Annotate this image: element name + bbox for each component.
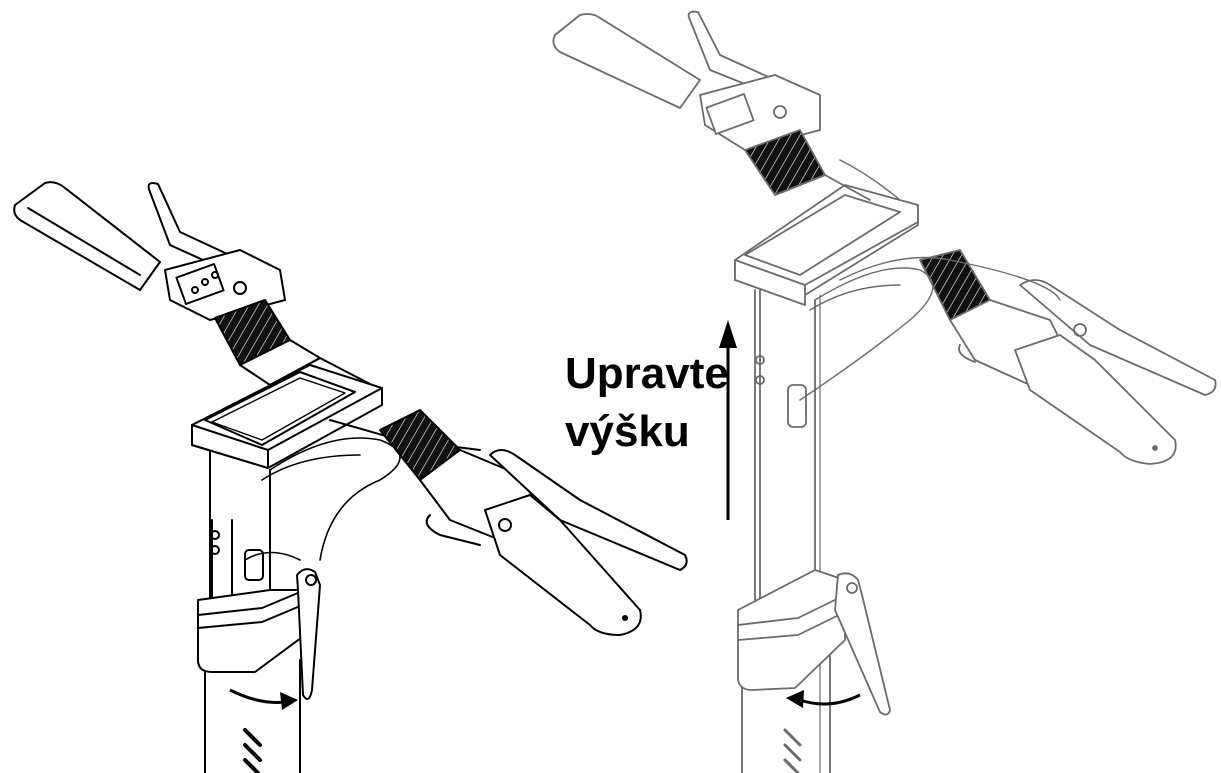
stem-tube: [741, 289, 831, 773]
stem-hole: [210, 545, 220, 555]
quick-release-lever: [296, 568, 321, 700]
height-adjust-label-line-1: Upravte: [565, 349, 729, 398]
brake-cables: [244, 437, 401, 561]
stem-logo-marks: [783, 728, 802, 773]
stem-logo-marks: [243, 728, 262, 773]
curved-arrow-right-icon: [229, 688, 298, 710]
height-adjust-label-line-2: výšku: [565, 407, 690, 456]
left-grip-assembly: [13, 181, 371, 386]
stem-hole: [210, 530, 220, 540]
display-housing: [734, 184, 919, 306]
arrow-up-icon: [719, 320, 737, 520]
stem-hole: [755, 375, 765, 385]
clamp-collar: [737, 569, 846, 691]
left-grip-assembly: [552, 10, 871, 201]
brake-cables: [799, 159, 1061, 401]
stem-hole: [755, 355, 765, 365]
display-housing: [191, 364, 383, 469]
right-grip-assembly: [919, 249, 1217, 465]
stem-latch: [787, 384, 807, 428]
handlebar-high-position: [552, 10, 1217, 773]
right-grip-assembly: [329, 409, 688, 636]
handlebar-low-position: [13, 181, 688, 773]
curved-arrow-left-icon: [786, 690, 861, 708]
clamp-collar: [197, 589, 306, 673]
stem-latch: [244, 549, 264, 581]
quick-release-lever: [834, 572, 891, 716]
